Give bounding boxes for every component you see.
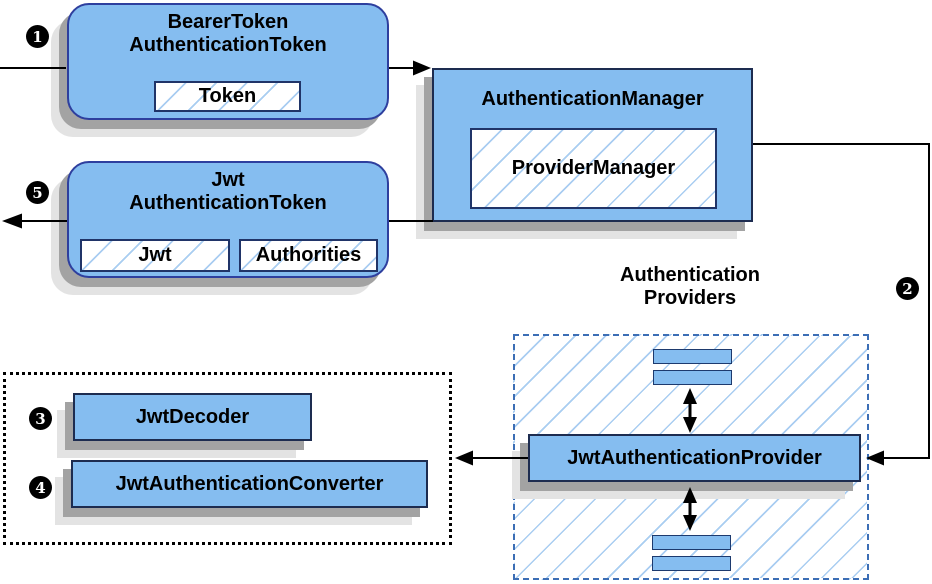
step-5-badge: 5 xyxy=(26,181,49,204)
authentication-manager-title: AuthenticationManager xyxy=(481,88,704,110)
authentication-manager-node: AuthenticationManager ProviderManager xyxy=(432,68,753,222)
step-1-badge: 1 xyxy=(26,25,49,48)
step-2-badge: 2 xyxy=(896,277,919,300)
token-chip: Token xyxy=(154,81,301,112)
step-3-badge: 3 xyxy=(29,407,52,430)
jwt-chip: Jwt xyxy=(80,239,230,272)
provider-manager-chip: ProviderManager xyxy=(470,128,717,209)
provider-placeholder-rect xyxy=(653,349,732,364)
bearer-token-authentication-token-node: BearerToken AuthenticationToken Token xyxy=(67,3,389,120)
jwt-authentication-provider-node: JwtAuthenticationProvider xyxy=(528,434,861,482)
authorities-chip: Authorities xyxy=(239,239,378,272)
authentication-providers-label-line2: Providers xyxy=(643,287,737,309)
provider-placeholder-rect xyxy=(652,556,731,571)
step-4-badge: 4 xyxy=(29,476,52,499)
bearer-token-title: BearerToken AuthenticationToken xyxy=(69,11,387,57)
bearer-to-manager-arrow xyxy=(389,60,431,76)
provider-placeholder-rect xyxy=(653,370,732,385)
jwt-authentication-token-title-line2: AuthenticationToken xyxy=(129,192,327,214)
jwt-authentication-converter-node: JwtAuthenticationConverter xyxy=(71,460,428,508)
jwt-authentication-token-title-line1: Jwt xyxy=(211,169,245,191)
authentication-providers-label-line1: Authentication xyxy=(620,264,760,286)
bearer-token-title-line2: AuthenticationToken xyxy=(129,34,327,56)
jwt-authentication-token-node: Jwt AuthenticationToken Jwt Authorities xyxy=(67,161,389,278)
provider-placeholder-rect xyxy=(652,535,731,550)
bearer-token-title-line1: BearerToken xyxy=(167,11,289,33)
authentication-providers-label: Authentication Providers xyxy=(575,264,805,310)
jwt-authentication-token-title: Jwt AuthenticationToken xyxy=(69,169,387,215)
jwt-decoder-node: JwtDecoder xyxy=(73,393,312,441)
jwt-out-arrow xyxy=(2,213,67,229)
